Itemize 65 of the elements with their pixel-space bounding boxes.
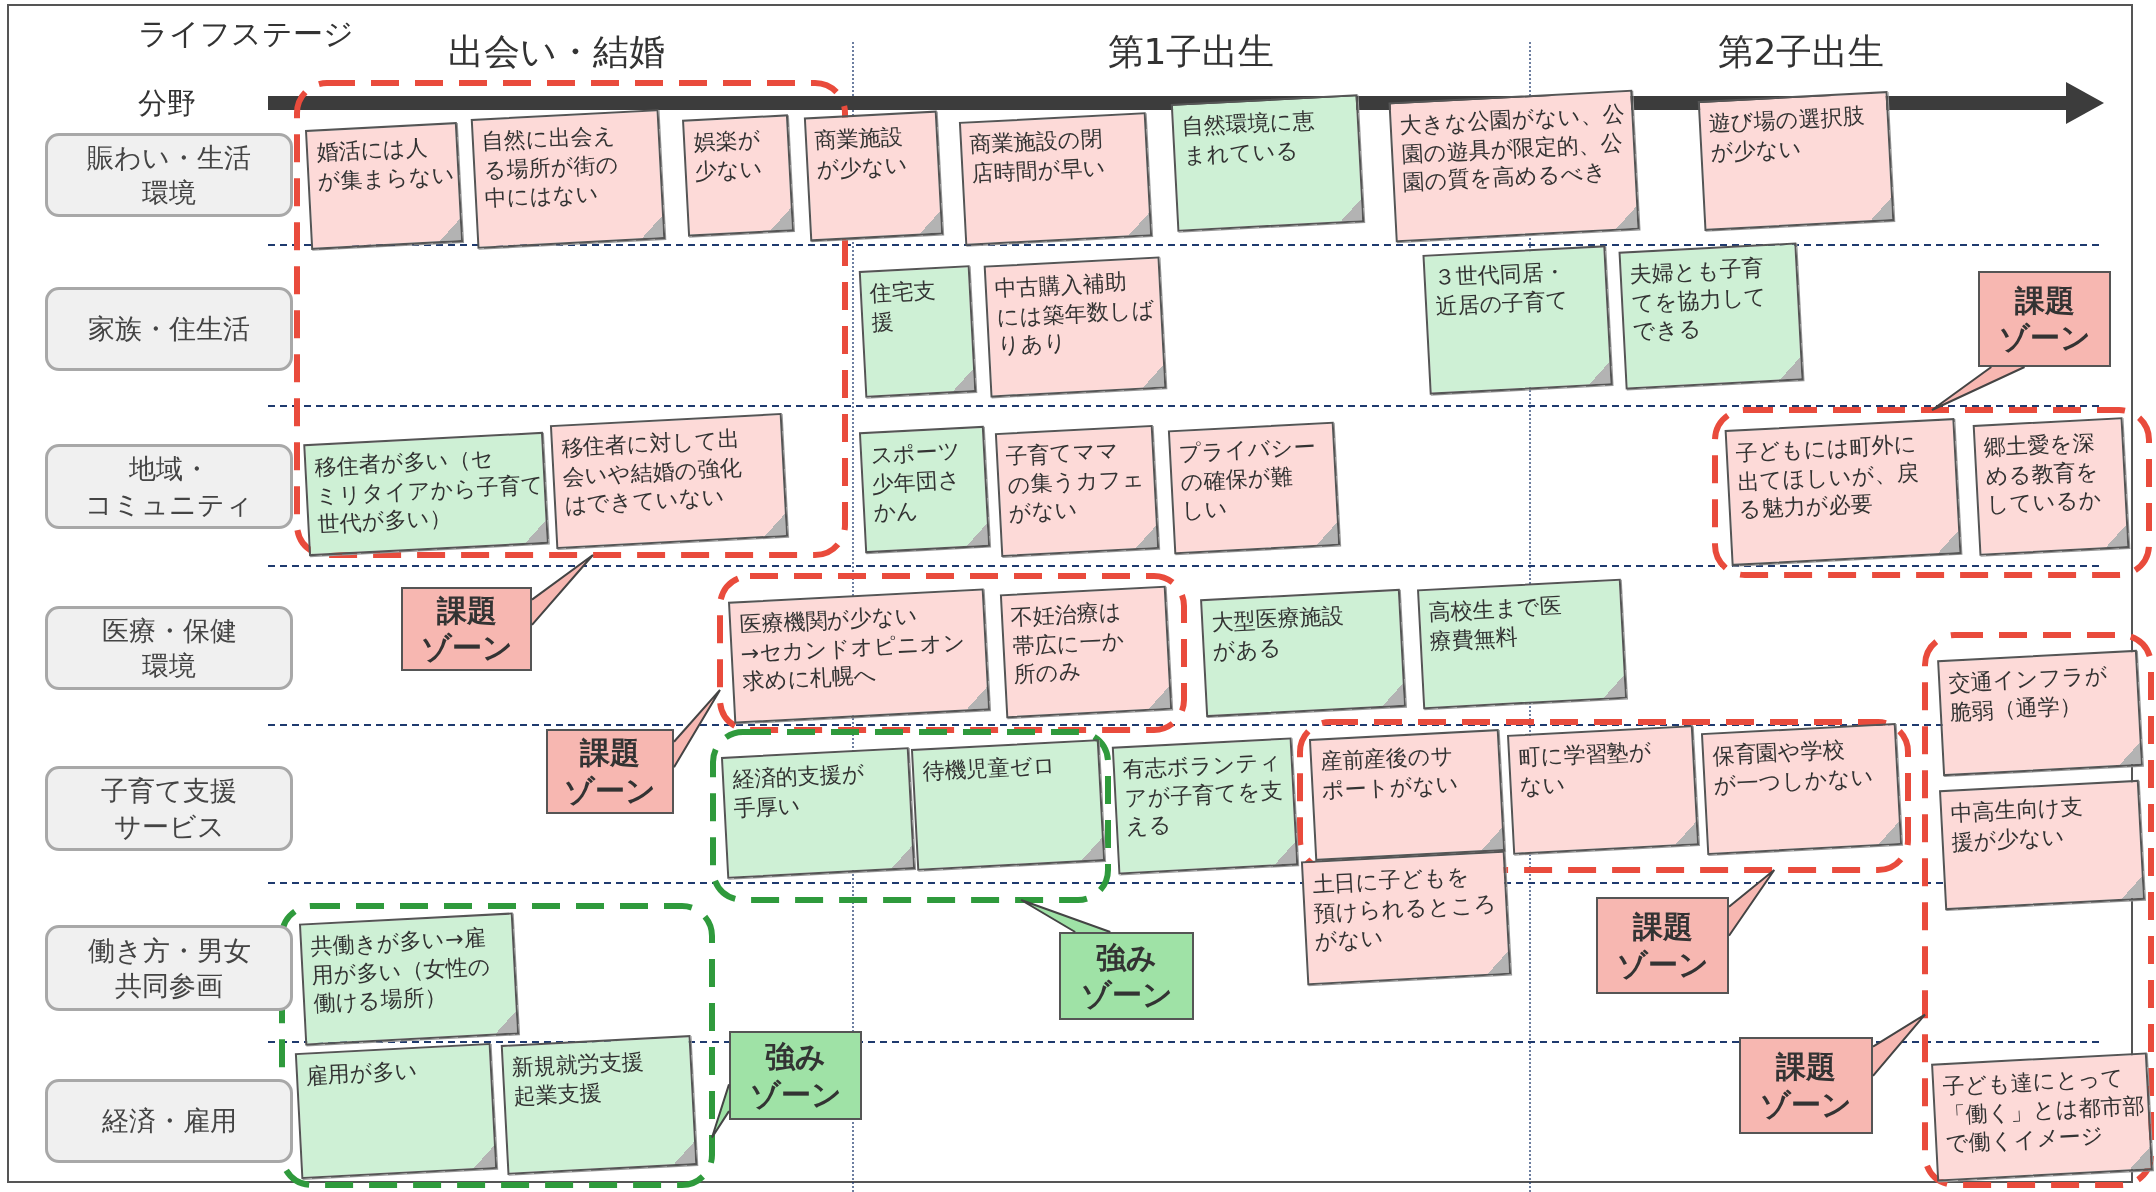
dashed-zone xyxy=(1922,632,2154,1188)
category-box: 子育て支援サービス xyxy=(45,766,293,851)
sticky-note: 保育園や学校が一つしかない xyxy=(1700,723,1903,855)
callout-box: 強みゾーン xyxy=(729,1031,862,1120)
dashed-zone xyxy=(717,573,1187,733)
sticky-note: 町に学習塾がない xyxy=(1507,725,1699,855)
sticky-note: 子ども達にとって「働く」とは都市部で働くイメージ xyxy=(1931,1052,2153,1182)
sticky-note: 待機児童ゼロ xyxy=(910,739,1106,871)
callout-box: 課題ゾーン xyxy=(1739,1037,1873,1134)
sticky-note: 自然に出会える場所が街の中にはない xyxy=(470,109,666,249)
category-box: 家族・住生活 xyxy=(45,287,293,371)
sticky-note: 娯楽が少ない xyxy=(682,114,794,237)
callout-pointer xyxy=(673,688,721,769)
stage-heading: 出会い・結婚 xyxy=(446,30,666,74)
callout-box: 課題ゾーン xyxy=(546,729,674,814)
callout-box: 課題ゾーン xyxy=(1596,897,1729,994)
sticky-note: 中高生向け支援が少ない xyxy=(1939,779,2145,911)
sticky-note: 共働きが多い→雇用が多い（女性の働ける場所） xyxy=(298,912,520,1046)
category-box: 医療・保健環境 xyxy=(45,606,293,690)
sticky-note: 子どもには町外に出てほしいが、戻る魅力が必要 xyxy=(1724,418,1962,566)
sticky-note: プライバシーの確保が難しい xyxy=(1167,421,1341,555)
stage-heading: 第2子出生 xyxy=(1716,30,1886,74)
sticky-note: 住宅支援 xyxy=(858,265,977,398)
sticky-note: 医療機関が少ない→セカンドオピニオン求めに札幌へ xyxy=(728,588,990,724)
category-box: 賑わい・生活環境 xyxy=(45,133,293,217)
sticky-note: 遊び場の選択肢が少ない xyxy=(1697,91,1895,231)
sticky-note: 中古購入補助には築年数しばりあり xyxy=(983,256,1167,398)
sticky-note: 商業施設が少ない xyxy=(803,110,944,242)
sticky-note: 交通インフラが脆弱（通学） xyxy=(1937,649,2143,777)
axis-label: 分野 xyxy=(138,85,196,122)
sticky-note: 商業施設の閉店時間が早い xyxy=(958,112,1153,246)
dashed-zone xyxy=(710,729,1111,903)
sticky-note: 夫婦とも子育てを協力してできる xyxy=(1618,242,1804,390)
sticky-note: 郷土愛を深める教育をしているか xyxy=(1972,417,2130,556)
sticky-note: 産前産後のサポートがない xyxy=(1308,729,1506,861)
sticky-note: 雇用が多い xyxy=(294,1042,498,1180)
callout-box: 課題ゾーン xyxy=(401,587,532,671)
callout-pointer xyxy=(1931,366,2026,411)
callout-pointer xyxy=(1020,899,1112,933)
callout-pointer xyxy=(1728,869,1776,937)
sticky-note: 子育てママの集うカフェがない xyxy=(994,424,1160,558)
sticky-note: 不妊治療は帯広に一か所のみ xyxy=(999,585,1173,719)
axis-label: ライフステージ xyxy=(138,15,354,53)
sticky-note: 大型医療施設がある xyxy=(1200,588,1406,718)
callout-pointer xyxy=(1872,1013,1926,1077)
sticky-note: 高校生まで医療費無料 xyxy=(1417,578,1627,710)
sticky-note: 有志ボランティアが子育てを支える xyxy=(1111,737,1299,875)
sticky-note: 移住者が多い（セミリタイアから子育て世代が多い） xyxy=(303,431,549,557)
sticky-note: 経済的支援が手厚い xyxy=(720,747,916,879)
stage-heading: 第1子出生 xyxy=(1106,30,1276,74)
dashed-zone xyxy=(1712,407,2152,578)
sticky-note: スポーツ少年団さかん xyxy=(858,425,991,554)
sticky-note: 婚活には人が集まらない xyxy=(304,122,464,250)
sticky-note: 自然環境に恵まれている xyxy=(1170,94,1365,232)
sticky-note: 大きな公園がない、公園の遊具が限定的、公園の質を高めるべき xyxy=(1388,89,1640,243)
category-box: 働き方・男女共同参画 xyxy=(45,925,293,1011)
sticky-note: 土日に子どもを預けられるところがない xyxy=(1300,850,1512,986)
sticky-note: 新規就労支援起業支援 xyxy=(500,1035,698,1175)
callout-pointer xyxy=(531,554,594,626)
category-box: 経済・雇用 xyxy=(45,1079,293,1163)
sticky-note: 移住者に対して出会いや結婚の強化はできていない xyxy=(549,413,789,549)
dashed-zone xyxy=(279,903,715,1188)
callout-pointer xyxy=(711,1083,730,1139)
category-box: 地域・コミュニティ xyxy=(45,444,293,529)
sticky-note: ３世代同居・近居の子育て xyxy=(1422,245,1613,395)
